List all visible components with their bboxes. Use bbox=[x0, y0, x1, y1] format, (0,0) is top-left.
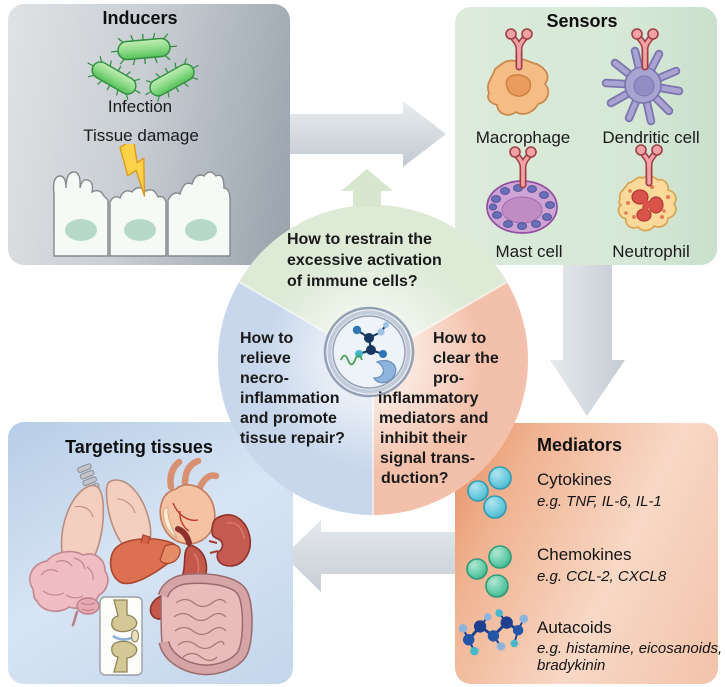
drug-capsule-icon bbox=[323, 306, 415, 398]
mediator-icons-art bbox=[458, 466, 529, 656]
arrow-sensors-to-mediators bbox=[550, 262, 625, 416]
question-clear-mediators: How to bbox=[433, 330, 487, 347]
brain-icon bbox=[29, 550, 109, 627]
autacoids-examples: e.g. histamine, eicosanoids, bradykinin bbox=[537, 640, 723, 674]
chemokines-label: Chemokines bbox=[537, 545, 632, 564]
sensors-panel: Sensors bbox=[455, 7, 717, 265]
lungs-icon bbox=[60, 479, 152, 571]
cytokines-icon bbox=[467, 466, 512, 519]
organs-art bbox=[29, 457, 253, 676]
joint-icon bbox=[99, 596, 143, 676]
macrophage-icon bbox=[487, 58, 550, 116]
dendritic-cell-label: Dendritic cell bbox=[602, 128, 700, 147]
autacoids-label: Autacoids bbox=[537, 618, 612, 637]
question-relieve-necroinflammation: How to relieve necro- inflammation and p… bbox=[240, 330, 345, 447]
question-restrain-activation: How to restrain the excessive activation… bbox=[287, 231, 442, 290]
inducers-panel: Inducers bbox=[8, 4, 290, 265]
arrow-cycle-to-top bbox=[341, 169, 393, 207]
tissue-damage-label: Tissue damage bbox=[83, 126, 199, 145]
mast-cell-label: Mast cell bbox=[495, 242, 563, 261]
kidney-icon bbox=[208, 514, 252, 567]
mediators-title: Mediators bbox=[537, 435, 623, 455]
chemokines-examples: e.g. CCL-2, CXCL8 bbox=[537, 568, 667, 585]
arrow-inducers-to-sensors bbox=[285, 101, 446, 167]
inducers-title: Inducers bbox=[102, 8, 178, 28]
epithelium-cells-icon bbox=[52, 144, 231, 257]
chemokines-icon bbox=[466, 545, 512, 598]
cytokines-examples: e.g. TNF, IL-6, IL-1 bbox=[537, 493, 662, 510]
sensor-cells-art bbox=[486, 7, 684, 234]
mediators-panel: Mediators bbox=[455, 423, 722, 684]
macrophage-label: Macrophage bbox=[475, 128, 571, 147]
lightning-icon bbox=[119, 144, 146, 197]
targeting-tissues-panel: Targeting tissues bbox=[8, 422, 293, 684]
intestines-icon bbox=[157, 573, 253, 676]
targeting-tissues-title: Targeting tissues bbox=[65, 437, 213, 457]
cytokines-label: Cytokines bbox=[537, 470, 612, 489]
liver-icon bbox=[109, 534, 181, 585]
infection-label: Infection bbox=[107, 97, 173, 116]
neutrophil-icon bbox=[617, 174, 677, 232]
autacoids-molecule-icon bbox=[458, 609, 529, 656]
neutrophil-label: Neutrophil bbox=[612, 242, 690, 261]
protein-icon bbox=[372, 360, 397, 384]
sensors-title: Sensors bbox=[546, 11, 618, 31]
dendritic-cell-icon bbox=[601, 46, 684, 126]
molecule-icon bbox=[352, 322, 389, 358]
heart-icon bbox=[159, 457, 220, 545]
question-sectors bbox=[217, 204, 529, 515]
mast-cell-icon bbox=[486, 180, 558, 234]
rna-wave-icon bbox=[340, 354, 363, 366]
arrow-mediators-to-targeting bbox=[284, 520, 457, 592]
